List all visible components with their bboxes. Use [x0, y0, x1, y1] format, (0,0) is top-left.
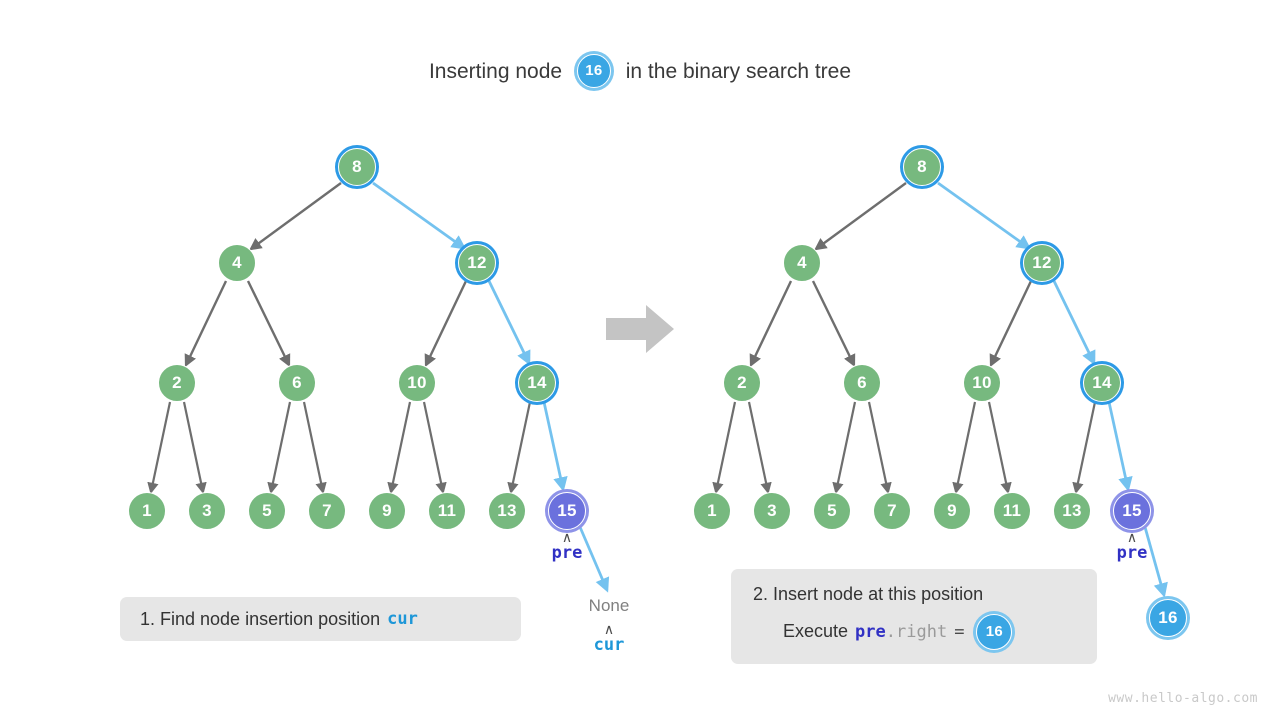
node-label: 3	[767, 501, 777, 520]
right-node-14[interactable]: 14	[1083, 364, 1121, 402]
right-node-5[interactable]: 5	[813, 492, 851, 530]
caption-2-equals: =	[954, 621, 965, 642]
left-node-7[interactable]: 7	[308, 492, 346, 530]
node-label: 2	[172, 373, 182, 392]
node-label: 6	[292, 373, 302, 392]
right-node-10[interactable]: 10	[963, 364, 1001, 402]
left-node-3[interactable]: 3	[188, 492, 226, 530]
right-node-7[interactable]: 7	[873, 492, 911, 530]
left-pointer-cur: ∧ cur	[579, 622, 639, 655]
node-label: 4	[232, 253, 242, 272]
node-label: 13	[497, 501, 517, 520]
transition-arrow	[606, 305, 674, 353]
title-node-badge-16: 16	[576, 54, 611, 88]
caption-step-2: 2. Insert node at this position Execute …	[731, 569, 1097, 664]
node-label: 5	[262, 501, 272, 520]
right-node-12[interactable]: 12	[1023, 244, 1061, 282]
title-prefix: Inserting node	[428, 60, 563, 83]
caret-up-icon: ∧	[603, 622, 615, 638]
right-node-6[interactable]: 6	[843, 364, 881, 402]
node-label: 3	[202, 501, 212, 520]
node-label: 10	[407, 373, 427, 392]
left-node-13[interactable]: 13	[488, 492, 526, 530]
right-node-15[interactable]: 15	[1113, 492, 1151, 530]
node-label: 14	[527, 373, 547, 392]
left-node-11[interactable]: 11	[428, 492, 466, 530]
right-node-16[interactable]: 16	[1149, 599, 1187, 637]
caption-2-execute-label: Execute	[783, 621, 849, 641]
left-node-8[interactable]: 8	[338, 148, 376, 186]
node-label: 11	[437, 501, 457, 520]
left-node-14[interactable]: 14	[518, 364, 556, 402]
left-none-label: None	[588, 596, 630, 615]
page-title: Inserting node 16 in the binary search t…	[0, 54, 1280, 89]
node-label: 7	[887, 501, 897, 520]
right-node-3[interactable]: 3	[753, 492, 791, 530]
node-label: 12	[1032, 253, 1052, 272]
caret-up-icon: ∧	[561, 530, 573, 546]
right-node-1[interactable]: 1	[693, 492, 731, 530]
left-node-1[interactable]: 1	[128, 492, 166, 530]
right-node-9[interactable]: 9	[933, 492, 971, 530]
caret-up-icon: ∧	[1126, 530, 1138, 546]
caption-1-text: 1. Find node insertion position	[140, 608, 381, 629]
caption-2-node-badge-16: 16	[976, 613, 1013, 650]
caption-1-keyword-cur: cur	[387, 609, 418, 629]
caption-2-keyword-pre: pre	[855, 621, 886, 642]
node-label: 1	[142, 501, 152, 520]
title-node-badge-label: 16	[585, 62, 603, 79]
right-node-2[interactable]: 2	[723, 364, 761, 402]
node-label: 8	[917, 157, 927, 176]
left-node-2[interactable]: 2	[158, 364, 196, 402]
left-node-5[interactable]: 5	[248, 492, 286, 530]
left-node-4[interactable]: 4	[218, 244, 256, 282]
left-node-15[interactable]: 15	[548, 492, 586, 530]
right-node-13[interactable]: 13	[1053, 492, 1091, 530]
node-label: 15	[557, 501, 577, 520]
pointer-label: pre	[551, 543, 583, 563]
caption-2-node-badge-label: 16	[985, 622, 1004, 640]
pointer-label: cur	[593, 635, 625, 655]
caption-2-text: 2. Insert node at this position	[753, 583, 984, 604]
caption-step-1: 1. Find node insertion position cur	[120, 597, 521, 641]
node-label: 7	[322, 501, 332, 520]
left-node-12[interactable]: 12	[458, 244, 496, 282]
node-label: 8	[352, 157, 362, 176]
node-label: 2	[737, 373, 747, 392]
title-suffix: in the binary search tree	[625, 60, 852, 83]
right-node-11[interactable]: 11	[993, 492, 1031, 530]
node-label: 9	[382, 501, 392, 520]
node-label: 6	[857, 373, 867, 392]
watermark: www.hello-algo.com	[1108, 691, 1258, 706]
node-label: 13	[1062, 501, 1082, 520]
node-label: 10	[972, 373, 992, 392]
node-label: 5	[827, 501, 837, 520]
left-node-9[interactable]: 9	[368, 492, 406, 530]
node-label: 16	[1158, 608, 1178, 627]
right-pointer-pre: ∧ pre	[1102, 530, 1162, 563]
node-label: 12	[467, 253, 487, 272]
pointer-label: pre	[1116, 543, 1148, 563]
left-pointer-pre: ∧ pre	[537, 530, 597, 563]
right-node-8[interactable]: 8	[903, 148, 941, 186]
node-label: 11	[1002, 501, 1022, 520]
node-label: 14	[1092, 373, 1112, 392]
node-label: 4	[797, 253, 807, 272]
node-label: 15	[1122, 501, 1142, 520]
caption-2-member: .right	[885, 621, 948, 642]
node-label: 9	[947, 501, 957, 520]
left-node-6[interactable]: 6	[278, 364, 316, 402]
node-label: 1	[707, 501, 717, 520]
left-node-10[interactable]: 10	[398, 364, 436, 402]
right-node-4[interactable]: 4	[783, 244, 821, 282]
